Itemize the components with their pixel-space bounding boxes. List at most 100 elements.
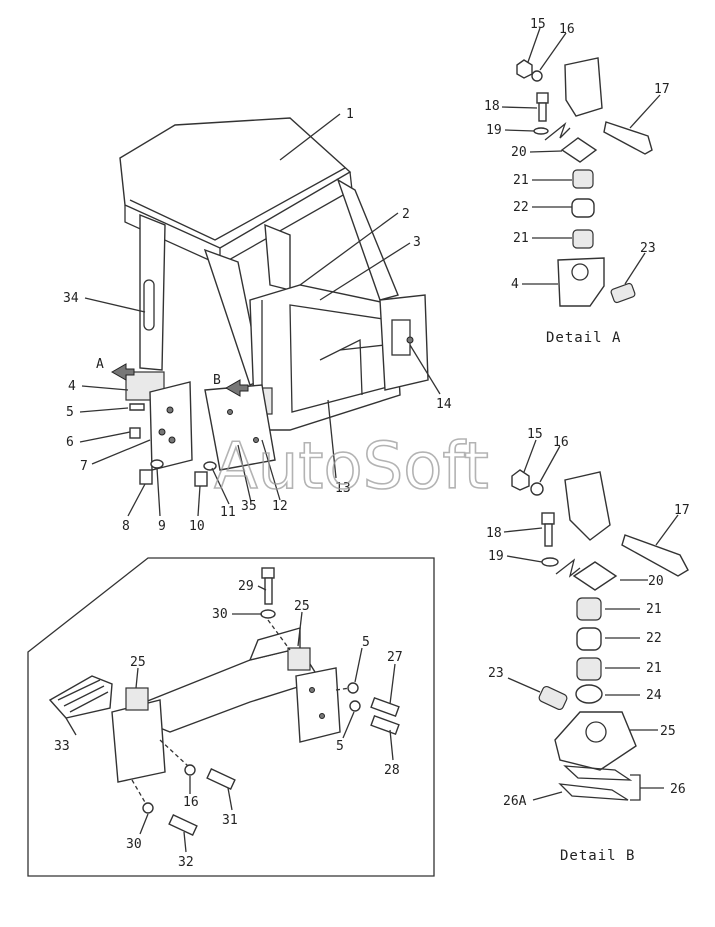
callout-2: 2 — [402, 207, 410, 222]
inset-callout-30b: 30 — [126, 837, 142, 852]
callout-5: 5 — [66, 405, 74, 420]
b-callout-22: 22 — [646, 631, 662, 646]
callout-9: 9 — [158, 519, 166, 534]
callout-35: 35 — [241, 499, 257, 514]
callout-13: 13 — [335, 481, 351, 496]
b-callout-24: 24 — [646, 688, 662, 703]
a-callout-4: 4 — [511, 277, 519, 292]
view-a-label: A — [96, 357, 104, 372]
cushion-22b — [576, 627, 602, 651]
inset-callout-5a: 5 — [362, 635, 370, 650]
inset-callout-5b: 5 — [336, 739, 344, 754]
mounting-plate — [149, 381, 193, 471]
inset-callout-29: 29 — [238, 579, 254, 594]
bolt-27 — [370, 696, 400, 718]
washer-30-inset — [142, 802, 154, 814]
b-callout-16: 16 — [553, 435, 569, 450]
block-25 — [554, 711, 637, 771]
detail-a: 15 16 17 18 19 20 21 22 21 23 4 Detail A — [484, 17, 670, 346]
a-callout-23: 23 — [640, 241, 656, 256]
b-callout-21b: 21 — [646, 661, 662, 676]
view-a-arrow — [110, 363, 135, 381]
b-callout-17: 17 — [674, 503, 690, 518]
callout-12: 12 — [272, 499, 288, 514]
view-b-label: B — [213, 373, 221, 388]
b-callout-21a: 21 — [646, 602, 662, 617]
callout-7: 7 — [80, 459, 88, 474]
block-4 — [557, 257, 605, 307]
callout-8: 8 — [122, 519, 130, 534]
inset-assembly: 29 30 25 5 27 25 33 5 28 16 31 30 32 — [27, 557, 435, 877]
rear-post-right — [264, 223, 291, 291]
cushion-24 — [575, 684, 603, 704]
b-callout-15: 15 — [527, 427, 543, 442]
fitting-23 — [610, 282, 636, 304]
pin-17 — [603, 121, 653, 155]
plate-20b — [572, 561, 618, 591]
plate-left — [111, 699, 166, 783]
a-callout-20: 20 — [511, 145, 527, 160]
callout-10: 10 — [189, 519, 205, 534]
a-callout-17: 17 — [654, 82, 670, 97]
b-callout-26: 26 — [670, 782, 686, 797]
cushion-21d — [576, 657, 602, 681]
callout-14: 14 — [436, 397, 452, 412]
shim-26 — [563, 765, 633, 781]
bolt-29 — [264, 577, 273, 605]
a-callout-21b: 21 — [513, 231, 529, 246]
a-callout-15: 15 — [530, 17, 546, 32]
washer-19b — [541, 557, 559, 567]
nut-15 — [516, 59, 533, 79]
fitting-23b — [538, 685, 568, 711]
plate-right — [295, 667, 341, 743]
callout-11: 11 — [220, 505, 236, 520]
plate-20 — [560, 137, 598, 163]
bolt-18b — [544, 523, 553, 547]
bolts-left — [129, 403, 217, 487]
front-post-right — [336, 178, 399, 301]
bolt-18 — [538, 102, 547, 122]
cushion-21c — [576, 597, 602, 621]
inset-callout-25b: 25 — [130, 655, 146, 670]
b-callout-26a: 26A — [503, 794, 527, 809]
bolt-31 — [206, 768, 236, 790]
watermark-text: AutoSoft — [214, 430, 489, 504]
washer-30 — [260, 609, 276, 619]
b-callout-19: 19 — [488, 549, 504, 564]
callout-6: 6 — [66, 435, 74, 450]
nut-15b — [511, 469, 530, 491]
right-mount-bracket — [379, 294, 429, 391]
callout-4: 4 — [68, 379, 76, 394]
inset-callout-30: 30 — [212, 607, 228, 622]
block-25-left — [125, 687, 149, 711]
a-callout-22: 22 — [513, 200, 529, 215]
shim-26a — [558, 783, 629, 801]
inset-callout-28: 28 — [384, 763, 400, 778]
callout-1: 1 — [346, 107, 354, 122]
a-callout-19: 19 — [486, 123, 502, 138]
inset-callout-16: 16 — [183, 795, 199, 810]
b-callout-25: 25 — [660, 724, 676, 739]
inset-callout-31: 31 — [222, 813, 238, 828]
block-25-upper — [287, 647, 311, 671]
callout-34: 34 — [63, 291, 79, 306]
washer-16-inset — [184, 764, 196, 776]
b-callout-18: 18 — [486, 526, 502, 541]
washer-19 — [533, 127, 549, 135]
inset-frame — [27, 557, 435, 877]
cushion-22 — [571, 198, 595, 218]
callout-3: 3 — [413, 235, 421, 250]
detail-a-caption: Detail A — [546, 330, 621, 346]
detail-b: 15 16 17 18 19 20 21 22 21 24 23 25 26 2… — [486, 427, 690, 864]
a-callout-16: 16 — [559, 22, 575, 37]
bolt-28 — [370, 714, 400, 736]
mount-head — [564, 57, 603, 117]
pin-17b — [621, 534, 689, 577]
detail-b-caption: Detail B — [560, 848, 635, 864]
b-callout-23: 23 — [488, 666, 504, 681]
bolt-32 — [168, 814, 198, 836]
inset-callout-32: 32 — [178, 855, 194, 870]
inset-callout-33: 33 — [54, 739, 70, 754]
